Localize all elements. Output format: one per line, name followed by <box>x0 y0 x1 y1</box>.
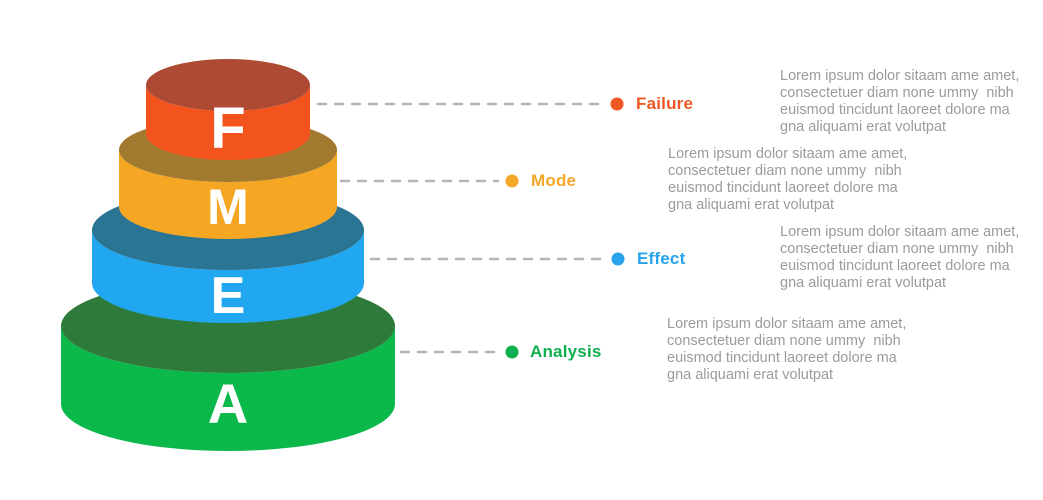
label-failure: Failure <box>636 94 694 113</box>
tier-analysis-side <box>61 326 395 451</box>
bullet-dot-analysis <box>505 345 519 359</box>
tier-failure <box>146 59 310 160</box>
label-mode: Mode <box>531 171 577 190</box>
bullet-dot-effect <box>611 252 625 266</box>
description-effect: Lorem ipsum dolor sitaam ame amet, conse… <box>780 224 1020 291</box>
tier-failure-side <box>146 85 310 160</box>
description-failure: Lorem ipsum dolor sitaam ame amet, conse… <box>780 68 1020 135</box>
description-mode: Lorem ipsum dolor sitaam ame amet, conse… <box>668 146 908 213</box>
tier-failure-top <box>146 59 310 111</box>
tier-mode-side <box>119 150 337 239</box>
bullet-dot-mode <box>505 174 519 188</box>
label-effect: Effect <box>637 249 686 268</box>
tier-effect-side <box>92 230 364 323</box>
bullet-dot-failure <box>610 97 624 111</box>
description-analysis: Lorem ipsum dolor sitaam ame amet, conse… <box>667 316 907 383</box>
label-analysis: Analysis <box>530 342 602 361</box>
